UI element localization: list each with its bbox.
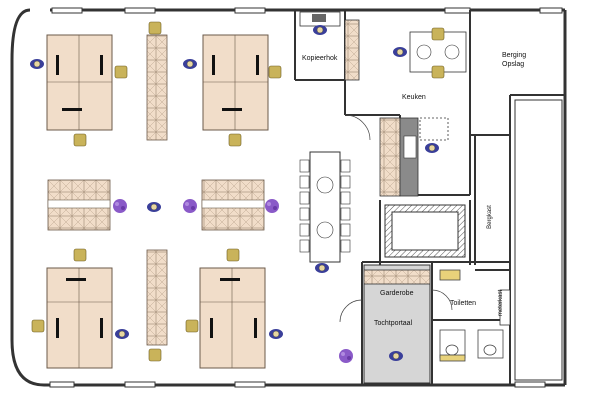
- room-label-toiletten: Toiletten: [450, 300, 477, 307]
- kitchen-table: [409, 27, 467, 79]
- kitchen-counter: [379, 117, 449, 197]
- toilet-fixtures: [439, 269, 504, 362]
- wardrobe-rail: [363, 269, 431, 285]
- windows: [49, 7, 563, 388]
- meeting-table: [299, 151, 351, 263]
- room-label-garderobe: Garderobe: [380, 290, 414, 297]
- shaft: [384, 204, 466, 258]
- room-label-opslag: Opslag: [502, 61, 525, 68]
- room-label-meterkast: meterkast: [498, 289, 505, 317]
- doors: [339, 114, 453, 323]
- copier-room-fixtures: [299, 11, 360, 81]
- room-label-bergkast: Bergkast: [486, 205, 493, 229]
- room-label-berging: Berging: [502, 52, 527, 59]
- entrance-area: [363, 264, 431, 384]
- desk-cluster-top-mid: [202, 34, 269, 131]
- interior-walls: [294, 10, 565, 385]
- cabinets: [47, 34, 265, 346]
- desk-cluster-bottom-left: [46, 267, 113, 369]
- desk-cluster-top-left: [46, 34, 113, 131]
- meterkast-box: [499, 289, 511, 326]
- room-label-kopieerhok: Kopieerhok: [302, 55, 338, 62]
- room-label-tochtportaal: Tochtportaal: [374, 320, 413, 327]
- desk-cluster-bottom-mid: [199, 267, 266, 369]
- room-label-keuken: Keuken: [402, 94, 426, 101]
